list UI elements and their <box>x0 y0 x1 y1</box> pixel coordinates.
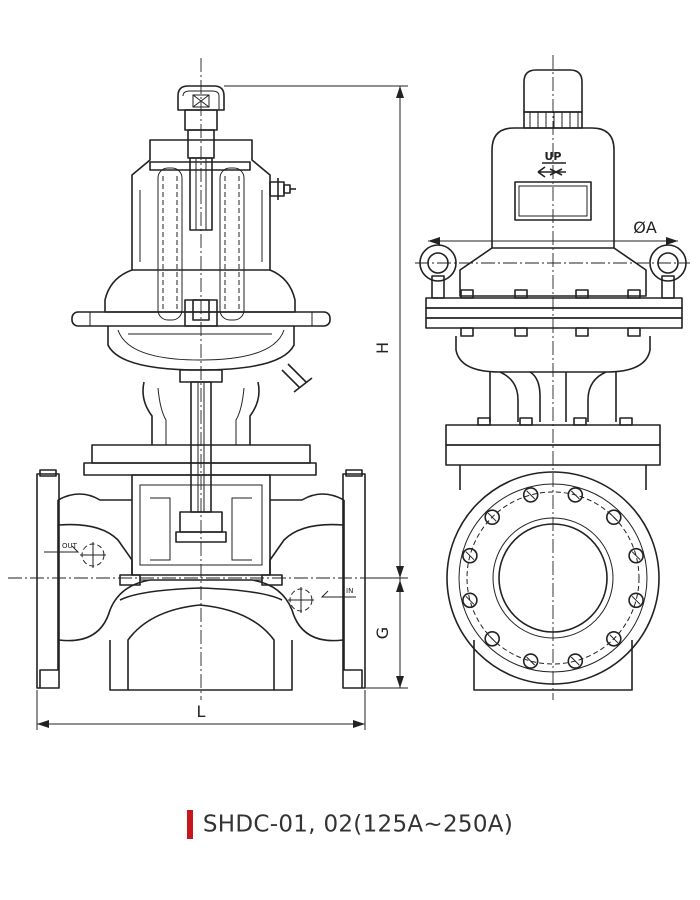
svg-text:OUT: OUT <box>62 542 78 550</box>
inlet-flow-marker: IN <box>288 587 356 613</box>
bolt-hole-mark <box>465 551 475 561</box>
svg-text:IN: IN <box>346 587 353 595</box>
bolt-hole-mark <box>526 656 536 666</box>
bolt-hole <box>462 592 478 609</box>
bolt-hole-mark <box>570 656 580 666</box>
bolt-hole <box>522 653 539 669</box>
svg-text:L: L <box>197 702 206 721</box>
bolt-hole <box>605 509 622 526</box>
dimension-g: G <box>366 578 408 689</box>
bolt-hole <box>628 592 644 609</box>
flange-bolt-holes <box>462 487 644 669</box>
dimension-h: H <box>224 85 408 579</box>
bolt-hole <box>462 547 478 564</box>
bolt-hole <box>522 487 539 503</box>
bolt-hole <box>605 630 622 647</box>
bolt-hole-mark <box>609 634 619 644</box>
svg-text:ØA: ØA <box>633 218 657 237</box>
caption-accent-bar <box>186 810 193 839</box>
bolt-hole <box>484 509 501 526</box>
bolt-hole-mark <box>526 490 536 500</box>
model-caption: SHDC-01, 02(125A~250A) <box>0 810 700 839</box>
bolt-hole-mark <box>465 595 475 605</box>
svg-text:G: G <box>373 627 392 639</box>
bolt-hole <box>484 630 501 647</box>
side-view: UP ØA <box>415 55 690 700</box>
bolt-hole <box>567 653 584 669</box>
model-title: SHDC-01, 02(125A~250A) <box>202 811 514 838</box>
bolt-hole-mark <box>487 634 497 644</box>
front-section-view: OUT IN H G <box>8 58 408 730</box>
svg-text:UP: UP <box>545 150 562 163</box>
bolt-hole-mark <box>487 512 497 522</box>
svg-text:H: H <box>373 342 392 354</box>
bolt-hole-mark <box>631 595 641 605</box>
outlet-flow-marker: OUT <box>44 542 106 568</box>
dimension-dia-a: ØA <box>428 218 678 245</box>
bolt-hole <box>567 487 584 503</box>
bolt-hole <box>628 547 644 564</box>
valve-technical-drawing: OUT IN H G <box>8 55 690 730</box>
bolt-hole-mark <box>609 512 619 522</box>
dimension-l: L <box>36 690 366 730</box>
bolt-hole-mark <box>570 490 580 500</box>
bolt-hole-mark <box>631 551 641 561</box>
